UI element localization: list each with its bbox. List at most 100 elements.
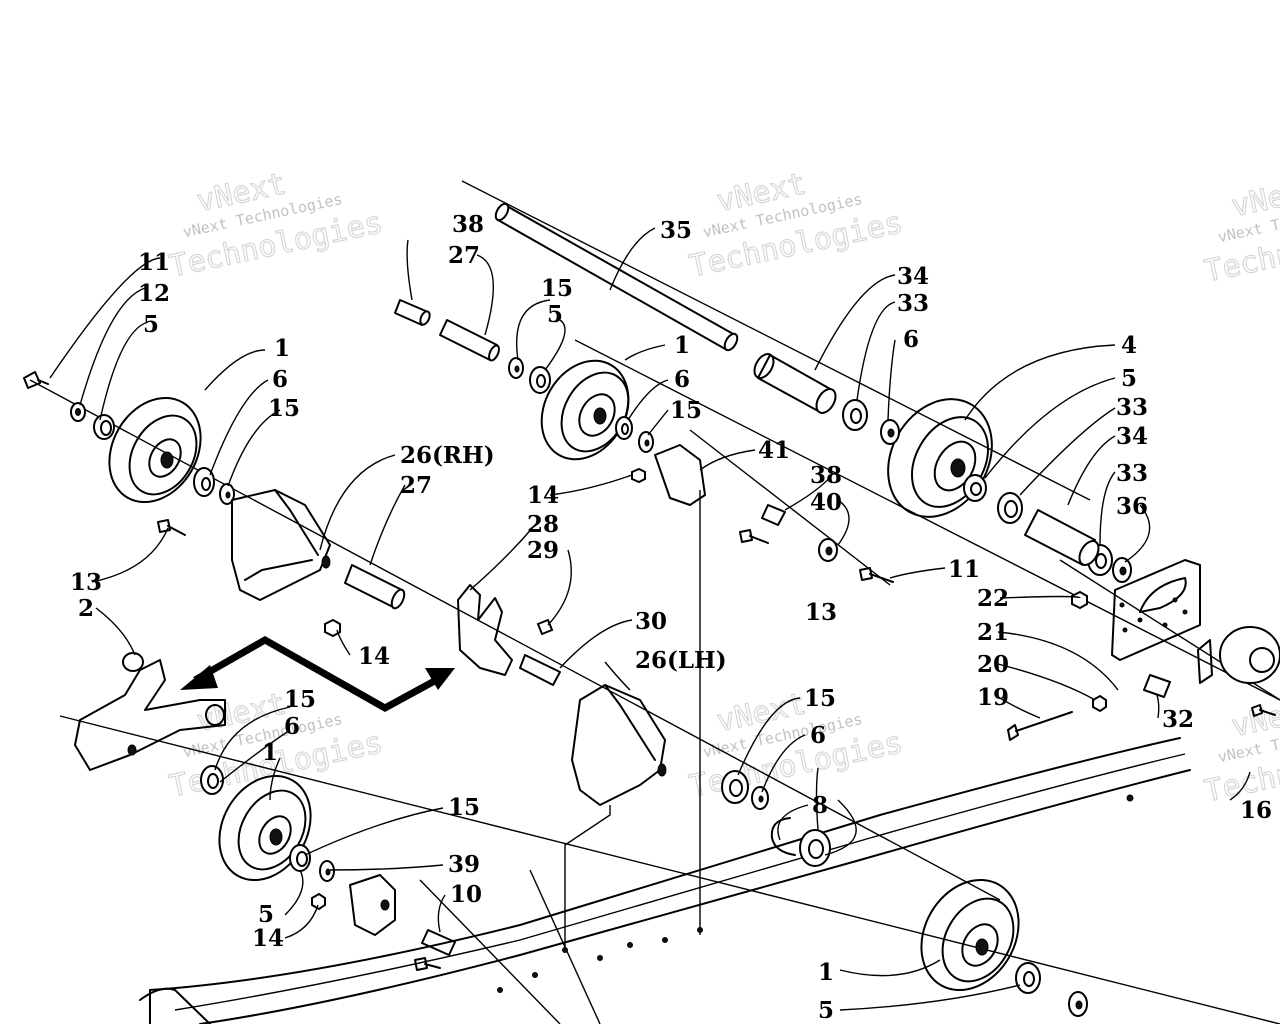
part-label: 26(RH) (400, 442, 495, 469)
part-label: 6 (810, 722, 826, 749)
part-label: 15 (268, 395, 300, 422)
arrow-head-left (180, 665, 218, 690)
spacer-27-upper (439, 319, 500, 362)
axis-line (59, 715, 1280, 1024)
rail-top-edge (149, 737, 1181, 1024)
plate-right (1111, 559, 1201, 661)
part-label: 14 (527, 482, 559, 509)
vertical-guide-line (564, 805, 611, 950)
part-label: 41 (758, 437, 790, 464)
part-label: 38 (810, 462, 842, 489)
axis-line (419, 879, 561, 1024)
direction-arrow (180, 635, 455, 713)
spacer-10 (421, 929, 456, 956)
leader-lines (49, 227, 1251, 1011)
part-label: 11 (138, 249, 170, 276)
bracket-26-rh (231, 489, 331, 601)
part-label: 15 (448, 794, 480, 821)
rail-bottom-edge (199, 769, 1191, 1024)
wheel-upper-center (540, 359, 630, 461)
part-label: 1 (818, 959, 834, 986)
clip-21 (1197, 639, 1213, 684)
bracket-41 (654, 444, 706, 506)
watermark: vNext vNext Technologies Technologies (686, 686, 906, 805)
part-label: 2 (78, 595, 94, 622)
part-label: 5 (547, 301, 563, 328)
part-label: 5 (258, 901, 274, 928)
spacer-27-mid (344, 564, 406, 610)
watermark: vNext vNext Technologies Technologies (1201, 691, 1280, 810)
part-label: 12 (138, 280, 170, 307)
part-label: 13 (70, 569, 102, 596)
part-label: 15 (284, 686, 316, 713)
part-label: 1 (274, 335, 290, 362)
part-label: 39 (448, 851, 480, 878)
part-label: 32 (1162, 706, 1194, 733)
spacer-34-upper (753, 353, 837, 414)
axis-line (574, 339, 1280, 701)
part-label: 8 (812, 792, 828, 819)
watermark: vNext vNext Technologies Technologies (166, 166, 386, 285)
spacer-34-right (1024, 509, 1100, 566)
part-label: 29 (527, 537, 559, 564)
part-label: 40 (810, 489, 842, 516)
part-label: 14 (358, 643, 390, 670)
part-label: 22 (977, 585, 1009, 612)
part-label: 34 (1116, 423, 1148, 450)
part-label: 15 (670, 397, 702, 424)
rail-end (139, 987, 211, 1024)
part-label: 19 (977, 684, 1009, 711)
part-label: 6 (674, 366, 690, 393)
part-label: 33 (1116, 394, 1148, 421)
part-label: 14 (252, 925, 284, 952)
part-label: 28 (527, 511, 559, 538)
part-label: 5 (143, 311, 159, 338)
spacer-32 (1143, 674, 1171, 698)
part-label: 16 (1240, 797, 1272, 824)
bracket-26-lh (571, 684, 667, 806)
bolts (23, 371, 1276, 971)
washers (70, 357, 1280, 1017)
arm-2 (74, 652, 226, 771)
wheel-upper-left (108, 396, 202, 504)
part-label: 26(LH) (635, 647, 727, 674)
part-label: 1 (674, 332, 690, 359)
wheel-lower-right (920, 878, 1020, 992)
track-rail (139, 737, 1191, 1024)
part-label: 21 (977, 619, 1009, 646)
part-label: 30 (635, 608, 667, 635)
shaft-35 (494, 202, 739, 352)
part-label: 36 (1116, 493, 1148, 520)
watermark: vNext vNext Technologies Technologies (1201, 171, 1280, 290)
part-label: 10 (450, 881, 482, 908)
part-label: 4 (1121, 332, 1137, 359)
rail-holes (497, 794, 1134, 993)
part-label: 6 (903, 326, 919, 353)
part-label: 13 (805, 599, 837, 626)
spacer-38-mid (761, 504, 786, 526)
part-label: 5 (1121, 365, 1137, 392)
part-label: 27 (400, 472, 432, 499)
rail-inner-edge (174, 753, 1186, 1011)
axis-line (461, 180, 1091, 501)
part-label: 33 (897, 290, 929, 317)
part-label: 15 (804, 685, 836, 712)
part-label: 35 (660, 217, 692, 244)
part-labels: 38 27 35 15 5 34 33 6 11 12 5 1 6 15 1 6… (70, 211, 1272, 1024)
part-label: 11 (948, 556, 980, 583)
part-label: 38 (452, 211, 484, 238)
part-label: 27 (448, 242, 480, 269)
arrow-head-right (425, 668, 455, 690)
bracket-28 (457, 584, 513, 676)
spacer-30 (519, 654, 561, 686)
watermark: vNext vNext Technologies Technologies (686, 166, 906, 285)
part-label: 33 (1116, 460, 1148, 487)
clamp-39 (349, 874, 396, 936)
axis-lines (29, 180, 1280, 1024)
part-label: 5 (818, 997, 834, 1024)
part-label: 20 (977, 651, 1009, 678)
part-label: 34 (897, 263, 929, 290)
plate-holes (1119, 597, 1188, 633)
